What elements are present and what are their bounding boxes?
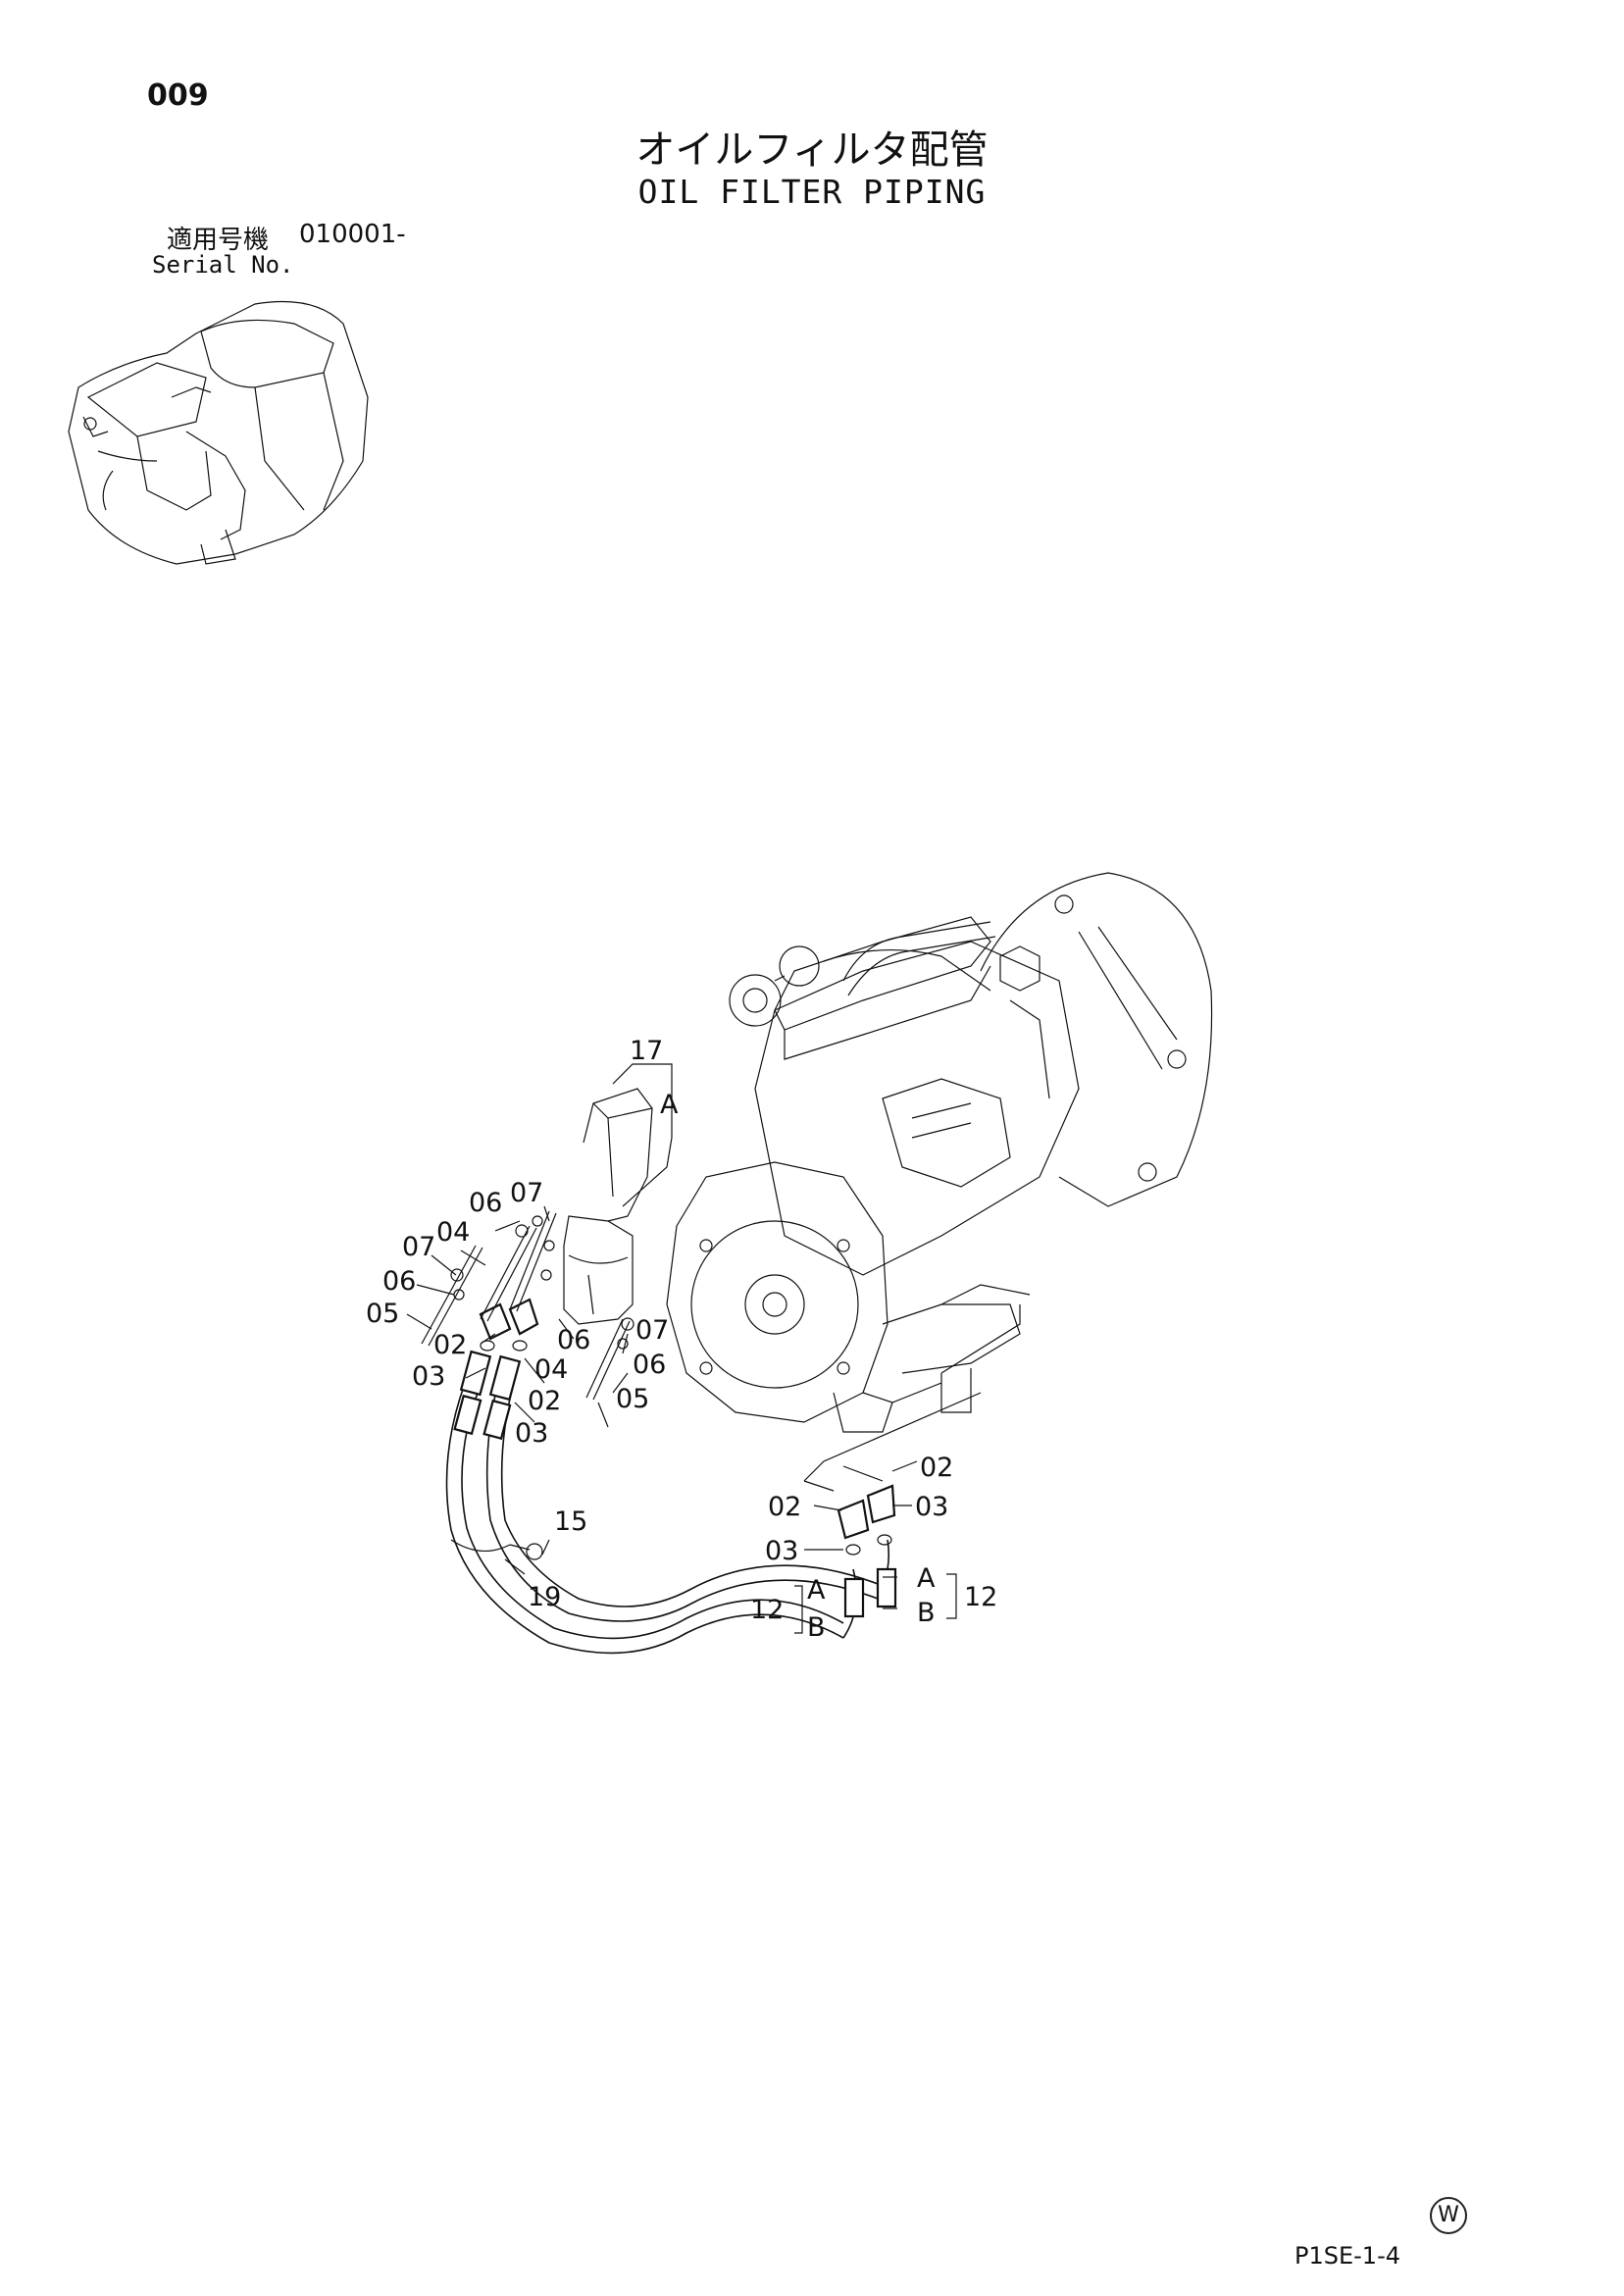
callout-06-a: 06 <box>469 1188 502 1218</box>
callout-02-c: 02 <box>920 1453 953 1483</box>
callout-labels: 17 A 06 07 04 07 06 05 02 03 06 04 02 03… <box>366 1036 997 1643</box>
callout-b-right: B <box>917 1598 936 1628</box>
callout-07-b: 07 <box>402 1232 435 1262</box>
callout-a-top: A <box>660 1090 679 1120</box>
callout-12-right: 12 <box>964 1582 997 1612</box>
oil-hoses <box>445 1298 982 1655</box>
bolts-and-washers <box>421 1210 634 1401</box>
callout-12-left: 12 <box>750 1595 784 1625</box>
machine-key-illustration <box>68 300 369 565</box>
page-code: P1SE-1-4 <box>1294 2242 1400 2270</box>
callout-03-a: 03 <box>412 1361 445 1392</box>
title-english: OIL FILTER PIPING <box>637 173 987 211</box>
callout-06-b: 06 <box>382 1266 416 1297</box>
callout-03-c: 03 <box>915 1492 948 1522</box>
leader-lines <box>406 1063 957 1634</box>
serial-label-english: Serial No. <box>152 251 294 279</box>
callout-04-a: 04 <box>436 1217 470 1248</box>
callout-02-b: 02 <box>528 1386 561 1416</box>
callout-19: 19 <box>528 1582 561 1612</box>
serial-range: 010001- <box>299 220 406 249</box>
callout-b-left: B <box>807 1612 826 1643</box>
callout-15: 15 <box>554 1506 587 1537</box>
watermark-icon: W <box>1430 2197 1467 2234</box>
callout-06-d: 06 <box>633 1350 666 1380</box>
oil-filter-bracket <box>563 1088 653 1325</box>
callout-07-a: 07 <box>510 1178 543 1208</box>
callout-03-d: 03 <box>765 1536 798 1566</box>
title-japanese: オイルフィルタ配管 <box>635 128 989 173</box>
callout-a-right: A <box>917 1563 936 1594</box>
engine-illustration <box>666 872 1213 1433</box>
callout-03-b: 03 <box>515 1418 548 1449</box>
callout-07-c: 07 <box>635 1315 669 1346</box>
serial-label-japanese: 適用号機 <box>167 226 270 255</box>
callout-a-left: A <box>807 1575 826 1606</box>
callout-02-d: 02 <box>768 1492 801 1522</box>
page-number: 009 <box>147 78 209 113</box>
callout-06-c: 06 <box>557 1325 590 1355</box>
callout-04-b: 04 <box>534 1354 568 1385</box>
callout-05-a: 05 <box>366 1299 399 1329</box>
callout-02-a: 02 <box>433 1330 467 1360</box>
callout-05-b: 05 <box>616 1384 649 1414</box>
callout-17: 17 <box>630 1036 663 1066</box>
